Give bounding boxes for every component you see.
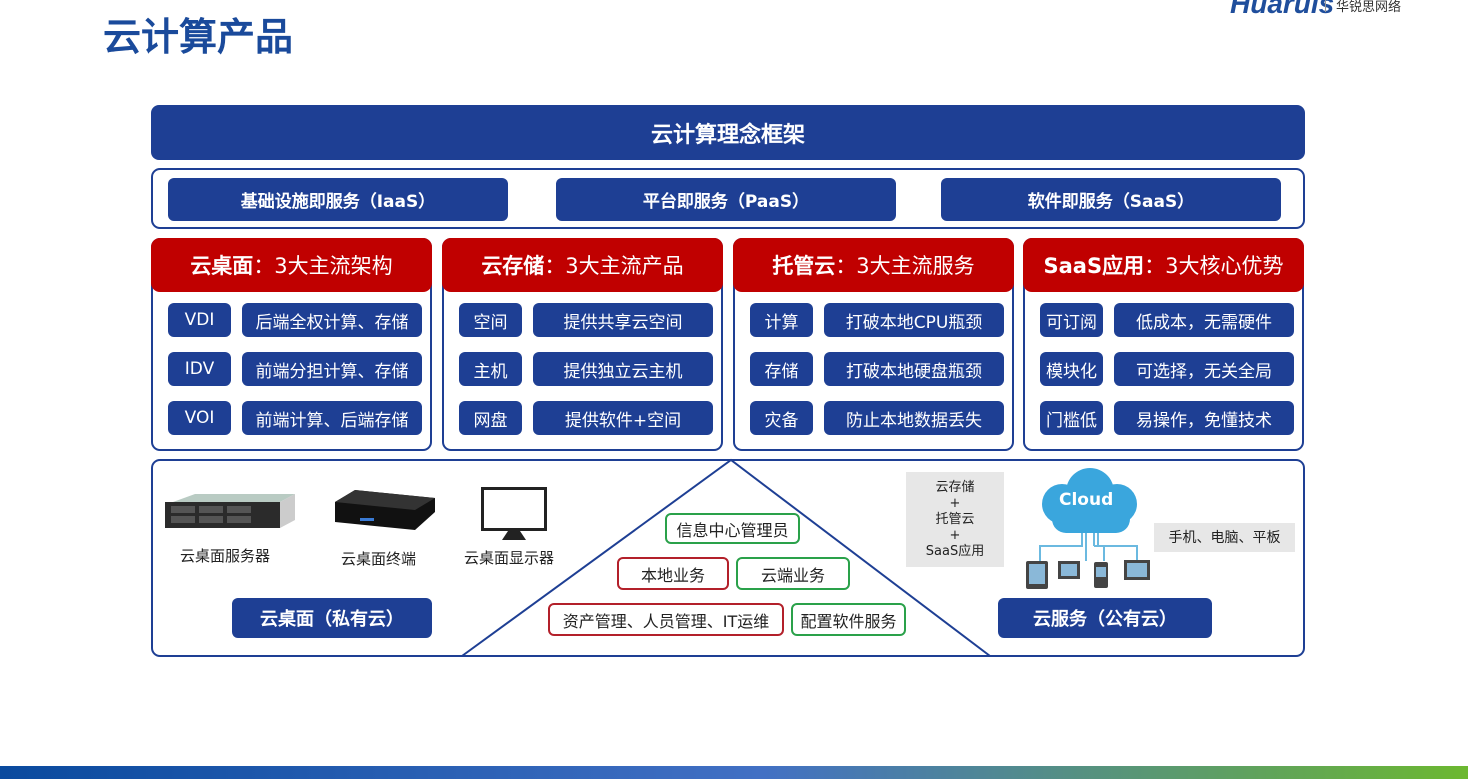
- card-name: 云存储: [481, 254, 545, 278]
- card-subtitle: ：3大核心优势: [1144, 254, 1284, 278]
- feature-tag: 主机: [459, 352, 522, 386]
- cloud-label: Cloud: [1059, 490, 1114, 510]
- card-header: 托管云：3大主流服务: [733, 238, 1014, 292]
- feature-desc: 可选择，无关全局: [1114, 352, 1294, 386]
- feature-tag: 门槛低: [1040, 401, 1103, 435]
- thin-client-icon: [335, 490, 435, 530]
- product-card: 云桌面：3大主流架构: [151, 238, 432, 451]
- feature-tag: VOI: [168, 401, 231, 435]
- product-card: SaaS应用：3大核心优势: [1023, 238, 1304, 451]
- management-box: 资产管理、人员管理、IT运维: [548, 603, 784, 636]
- feature-desc: 后端全权计算、存储: [242, 303, 422, 337]
- card-header: 云存储：3大主流产品: [442, 238, 723, 292]
- feature-tag: 模块化: [1040, 352, 1103, 386]
- public-stack-box: 云存储 + 托管云 + SaaS应用: [906, 472, 1004, 567]
- stack-item: 云存储: [935, 479, 975, 495]
- device-label: 云桌面终端: [341, 550, 417, 568]
- deployment-panel: [151, 459, 1305, 657]
- service-models-row: [151, 168, 1305, 229]
- device-label: 云桌面服务器: [180, 547, 271, 565]
- feature-desc: 低成本，无需硬件: [1114, 303, 1294, 337]
- devices-label: 手机、电脑、平板: [1154, 523, 1295, 552]
- logo-divider: [1325, 0, 1326, 12]
- feature-tag: 灾备: [750, 401, 813, 435]
- card-name: SaaS应用: [1043, 254, 1145, 278]
- feature-desc: 提供软件+空间: [533, 401, 713, 435]
- it-admin-box: 信息中心管理员: [665, 513, 800, 544]
- framework-title: 云计算理念框架: [151, 105, 1305, 160]
- monitor-icon: [481, 487, 547, 540]
- feature-tag: 存储: [750, 352, 813, 386]
- cloud-business-box: 云端业务: [736, 557, 850, 590]
- stack-item: 托管云: [935, 511, 975, 527]
- feature-tag: IDV: [168, 352, 231, 386]
- feature-desc: 打破本地硬盘瓶颈: [824, 352, 1004, 386]
- stack-item: +: [949, 527, 961, 543]
- stack-item: SaaS应用: [925, 543, 985, 559]
- iaas-button[interactable]: 基础设施即服务（IaaS）: [168, 178, 508, 221]
- feature-desc: 前端计算、后端存储: [242, 401, 422, 435]
- public-cloud-button[interactable]: 云服务（公有云）: [998, 598, 1212, 638]
- feature-tag: 空间: [459, 303, 522, 337]
- card-name: 云桌面: [190, 254, 254, 278]
- device-label: 云桌面显示器: [464, 549, 555, 567]
- feature-desc: 提供独立云主机: [533, 352, 713, 386]
- logo-cn: 华锐思网络: [1336, 0, 1402, 15]
- card-subtitle: ：3大主流架构: [253, 254, 393, 278]
- server-icon: [165, 494, 295, 528]
- private-cloud-button[interactable]: 云桌面（私有云）: [232, 598, 432, 638]
- product-card: 托管云：3大主流服务: [733, 238, 1014, 451]
- feature-tag: 计算: [750, 303, 813, 337]
- feature-desc: 前端分担计算、存储: [242, 352, 422, 386]
- card-subtitle: ：3大主流产品: [544, 254, 684, 278]
- card-header: 云桌面：3大主流架构: [151, 238, 432, 292]
- feature-desc: 提供共享云空间: [533, 303, 713, 337]
- product-card: 云存储：3大主流产品: [442, 238, 723, 451]
- page-title: 云计算产品: [103, 15, 294, 59]
- footer-gradient-bar: [0, 766, 1468, 779]
- card-subtitle: ：3大主流服务: [835, 254, 975, 278]
- config-software-box: 配置软件服务: [791, 603, 906, 636]
- logo: Huaruis: [1230, 0, 1335, 19]
- card-name: 托管云: [772, 254, 836, 278]
- card-header: SaaS应用：3大核心优势: [1023, 238, 1304, 292]
- saas-button[interactable]: 软件即服务（SaaS）: [941, 178, 1281, 221]
- stack-item: +: [949, 495, 961, 511]
- paas-button[interactable]: 平台即服务（PaaS）: [556, 178, 896, 221]
- feature-tag: VDI: [168, 303, 231, 337]
- feature-tag: 可订阅: [1040, 303, 1103, 337]
- feature-desc: 防止本地数据丢失: [824, 401, 1004, 435]
- feature-tag: 网盘: [459, 401, 522, 435]
- feature-desc: 打破本地CPU瓶颈: [824, 303, 1004, 337]
- feature-desc: 易操作，免懂技术: [1114, 401, 1294, 435]
- local-business-box: 本地业务: [617, 557, 729, 590]
- cloud-icon: [1026, 468, 1150, 589]
